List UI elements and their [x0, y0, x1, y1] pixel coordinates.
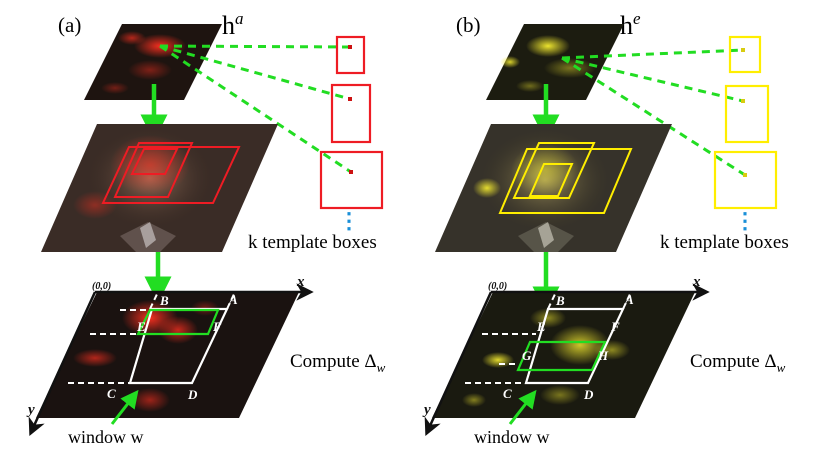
template-box-small-a	[335, 35, 366, 75]
corner-label-b-H: H	[597, 348, 609, 363]
y-axis-label-a: y	[26, 402, 35, 418]
overlay-box-small-b	[528, 163, 574, 197]
overlay-box-small-a	[130, 148, 179, 175]
corner-label-a-D: D	[187, 387, 198, 402]
window-pointer-a	[110, 389, 139, 425]
window-pointer-b	[508, 389, 537, 425]
template-caption-b: k template boxes	[660, 232, 789, 253]
window-caption-b: window w	[474, 427, 550, 447]
corner-label-a-A: A	[228, 292, 238, 307]
heatmap-a-superscript: a	[235, 9, 244, 28]
overlay-box-medium-b	[512, 142, 596, 199]
compute-subscript-a: w	[377, 360, 386, 375]
x-axis-label-a: x	[296, 274, 305, 290]
panel-b: (b) he ⋮ k template boxes	[422, 9, 789, 447]
corner-label-b-D: D	[583, 387, 594, 402]
coordinate-heatmap-b	[432, 292, 695, 418]
origin-label-a: (0,0)	[92, 281, 111, 292]
corner-label-b-B: B	[555, 293, 565, 308]
heatmap-b-symbol: h	[620, 11, 633, 40]
integral-rect-a	[136, 308, 220, 336]
y-axis-a	[28, 291, 97, 436]
corner-label-b-F: F	[610, 319, 620, 334]
template-box-large-a	[319, 150, 384, 210]
template-box-medium-a	[330, 83, 372, 144]
svg-text:Compute Δw: Compute Δw	[290, 351, 386, 375]
template-boxes-overlay-a	[101, 142, 241, 204]
template-box-large-b	[713, 150, 778, 210]
heatmap-b-superscript: e	[633, 9, 641, 28]
ellipsis-icon-b: ⋮	[734, 208, 756, 233]
corner-label-b-E: E	[536, 319, 546, 334]
corner-label-a-E: E	[136, 319, 146, 334]
overlay-box-medium-a	[113, 142, 194, 198]
corner-label-b-C: C	[503, 386, 512, 401]
panel-a-label: (a)	[58, 13, 81, 37]
template-boxes-a	[319, 35, 384, 210]
integral-rect-b	[516, 340, 607, 372]
guide-dashes-b	[465, 291, 632, 384]
template-caption-a: k template boxes	[248, 232, 377, 253]
corner-label-a-F: F	[212, 319, 222, 334]
heatmap-tile-a	[84, 24, 222, 100]
corner-label-a-B: B	[159, 293, 169, 308]
window-rect-b	[524, 307, 625, 385]
overlay-box-large-a	[101, 146, 241, 204]
guide-dashes-a	[68, 291, 236, 384]
corner-label-b-A: A	[624, 292, 634, 307]
y-axis-b	[424, 291, 493, 436]
compute-text-a: Compute Δ	[290, 351, 377, 372]
template-links-a	[159, 44, 352, 174]
heatmap-tile-b	[486, 24, 624, 100]
svg-text:he: he	[620, 9, 641, 40]
panel-b-label: (b)	[456, 13, 481, 37]
compute-subscript-b: w	[777, 360, 786, 375]
template-links-b	[561, 48, 746, 177]
svg-text:Compute Δw: Compute Δw	[690, 351, 786, 375]
x-axis-label-b: x	[692, 274, 701, 290]
template-box-medium-b	[724, 84, 770, 144]
y-axis-label-b: y	[422, 402, 431, 418]
template-box-small-b	[728, 35, 762, 74]
corner-label-b-G: G	[522, 348, 532, 363]
compute-text-b: Compute Δ	[690, 351, 777, 372]
window-caption-a: window w	[68, 427, 144, 447]
origin-label-b: (0,0)	[488, 281, 507, 292]
template-boxes-b	[713, 35, 778, 210]
face-image-tile-b	[435, 124, 672, 252]
ellipsis-icon-a: ⋮	[338, 208, 360, 233]
heatmap-a-symbol: h	[222, 11, 235, 40]
corner-label-a-C: C	[107, 386, 116, 401]
svg-text:ha: ha	[222, 9, 244, 40]
template-boxes-overlay-b	[498, 142, 633, 214]
panel-a: (a) ha ⋮ k template boxes	[26, 9, 386, 447]
overlay-box-large-b	[498, 148, 633, 214]
